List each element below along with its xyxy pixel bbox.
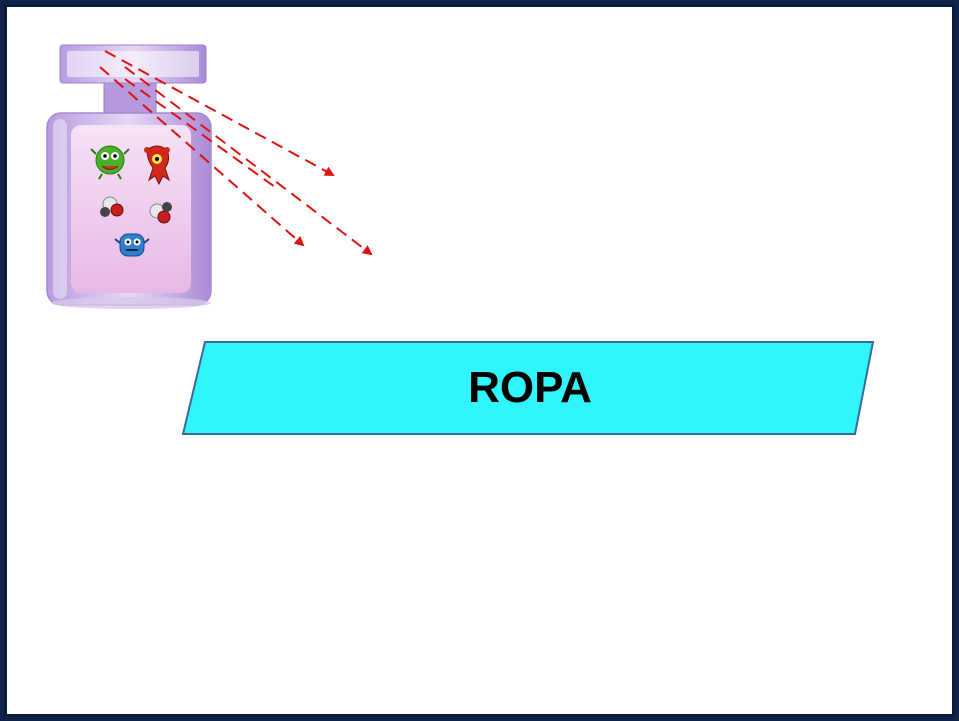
molecule-icon	[100, 196, 124, 217]
spray-arrow	[124, 78, 276, 188]
spray-arrow	[124, 66, 373, 256]
perfume-bottle-icon	[46, 44, 212, 309]
blue-monster-icon	[114, 233, 150, 257]
ropa-banner	[181, 341, 875, 435]
spray-arrow	[99, 66, 305, 247]
spray-arrow	[104, 50, 335, 176]
slide-artwork	[46, 44, 875, 435]
slide: ROPA	[4, 4, 955, 717]
spray-arrows	[99, 50, 373, 256]
molecule-icon	[149, 202, 172, 224]
red-monster-icon	[144, 145, 170, 186]
green-monster-icon	[90, 145, 130, 180]
